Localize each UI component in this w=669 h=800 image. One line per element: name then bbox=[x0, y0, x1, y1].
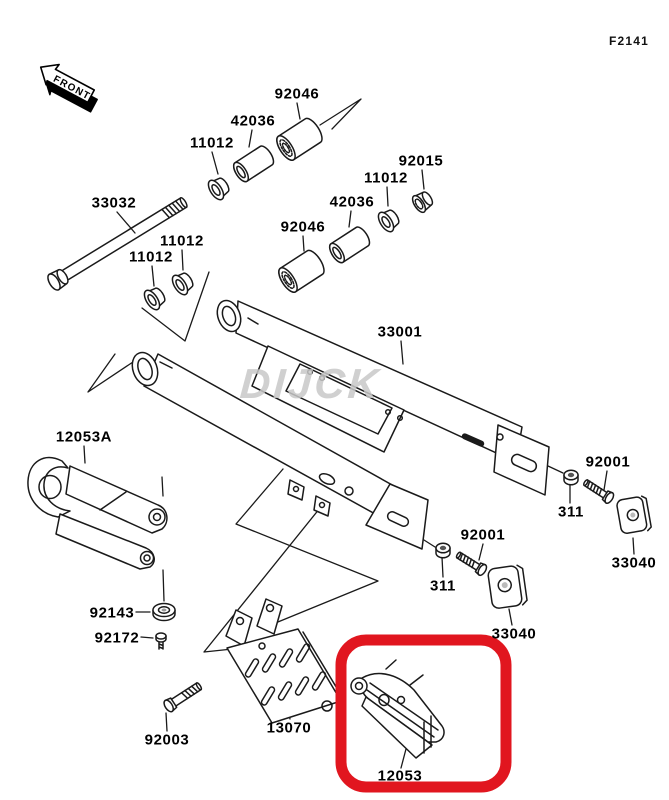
part-label-42036[interactable]: 42036 bbox=[329, 193, 375, 211]
adjuster-block-33040-lower bbox=[487, 564, 528, 609]
chain-guard-13070 bbox=[225, 598, 345, 724]
collar-11012-b bbox=[171, 272, 194, 296]
chain-guide-holder-12053a bbox=[27, 456, 168, 570]
bolt-92001-upper bbox=[582, 479, 615, 504]
part-label-12053[interactable]: 12053 bbox=[377, 767, 423, 785]
front-arrow: FRONT bbox=[39, 63, 98, 113]
collar-11012-c bbox=[143, 287, 166, 311]
placement-arrow-upper bbox=[319, 98, 362, 130]
part-label-11012[interactable]: 11012 bbox=[364, 169, 408, 187]
leader-lines bbox=[83, 98, 635, 769]
part-label-92001[interactable]: 92001 bbox=[585, 453, 631, 471]
bolt-92003 bbox=[163, 682, 203, 713]
screw-92172 bbox=[155, 632, 167, 650]
collar-11012-d bbox=[377, 209, 400, 233]
collar-11012-a bbox=[207, 177, 230, 201]
watermark: DIJCK bbox=[239, 360, 383, 407]
part-label-12053a[interactable]: 12053A bbox=[55, 428, 113, 446]
bearing-92046-a bbox=[276, 117, 323, 161]
part-label-13070[interactable]: 13070 bbox=[266, 719, 312, 737]
part-label-11012[interactable]: 11012 bbox=[160, 232, 204, 250]
part-label-11012[interactable]: 11012 bbox=[129, 248, 173, 266]
bolt-92001-lower bbox=[455, 551, 488, 577]
part-label-92046[interactable]: 92046 bbox=[274, 85, 320, 103]
sleeve-42036-b bbox=[328, 226, 371, 264]
swingarm-33001 bbox=[131, 299, 550, 550]
part-label-92001[interactable]: 92001 bbox=[460, 526, 506, 544]
part-label-33040[interactable]: 33040 bbox=[611, 554, 657, 572]
chain-guide-12053 bbox=[350, 659, 445, 759]
part-label-92172[interactable]: 92172 bbox=[94, 629, 140, 647]
washer-92143 bbox=[152, 602, 176, 622]
part-label-33040[interactable]: 33040 bbox=[491, 625, 537, 643]
part-label-33032[interactable]: 33032 bbox=[91, 194, 137, 212]
part-label-42036[interactable]: 42036 bbox=[230, 112, 276, 130]
placement-arrow-left bbox=[87, 353, 134, 393]
bearing-92046-b bbox=[278, 249, 325, 293]
figure-code: F2141 bbox=[608, 34, 650, 48]
highlight-box bbox=[335, 634, 512, 793]
sleeve-42036-a bbox=[232, 145, 275, 183]
pivot-shaft-33032 bbox=[47, 197, 188, 291]
part-label-92046[interactable]: 92046 bbox=[280, 218, 326, 236]
nut-311-lower bbox=[435, 542, 451, 559]
part-label-311[interactable]: 311 bbox=[558, 503, 584, 521]
part-label-92143[interactable]: 92143 bbox=[89, 604, 135, 622]
part-label-92003[interactable]: 92003 bbox=[144, 731, 190, 749]
part-label-92015[interactable]: 92015 bbox=[398, 152, 444, 170]
zigzag-leader-1 bbox=[235, 468, 379, 625]
part-label-33001[interactable]: 33001 bbox=[377, 323, 423, 341]
part-label-11012[interactable]: 11012 bbox=[190, 134, 234, 152]
nut-311-upper bbox=[563, 469, 579, 486]
adjuster-block-33040-upper bbox=[616, 495, 652, 534]
part-label-311[interactable]: 311 bbox=[430, 577, 456, 595]
nut-92015 bbox=[411, 191, 434, 214]
